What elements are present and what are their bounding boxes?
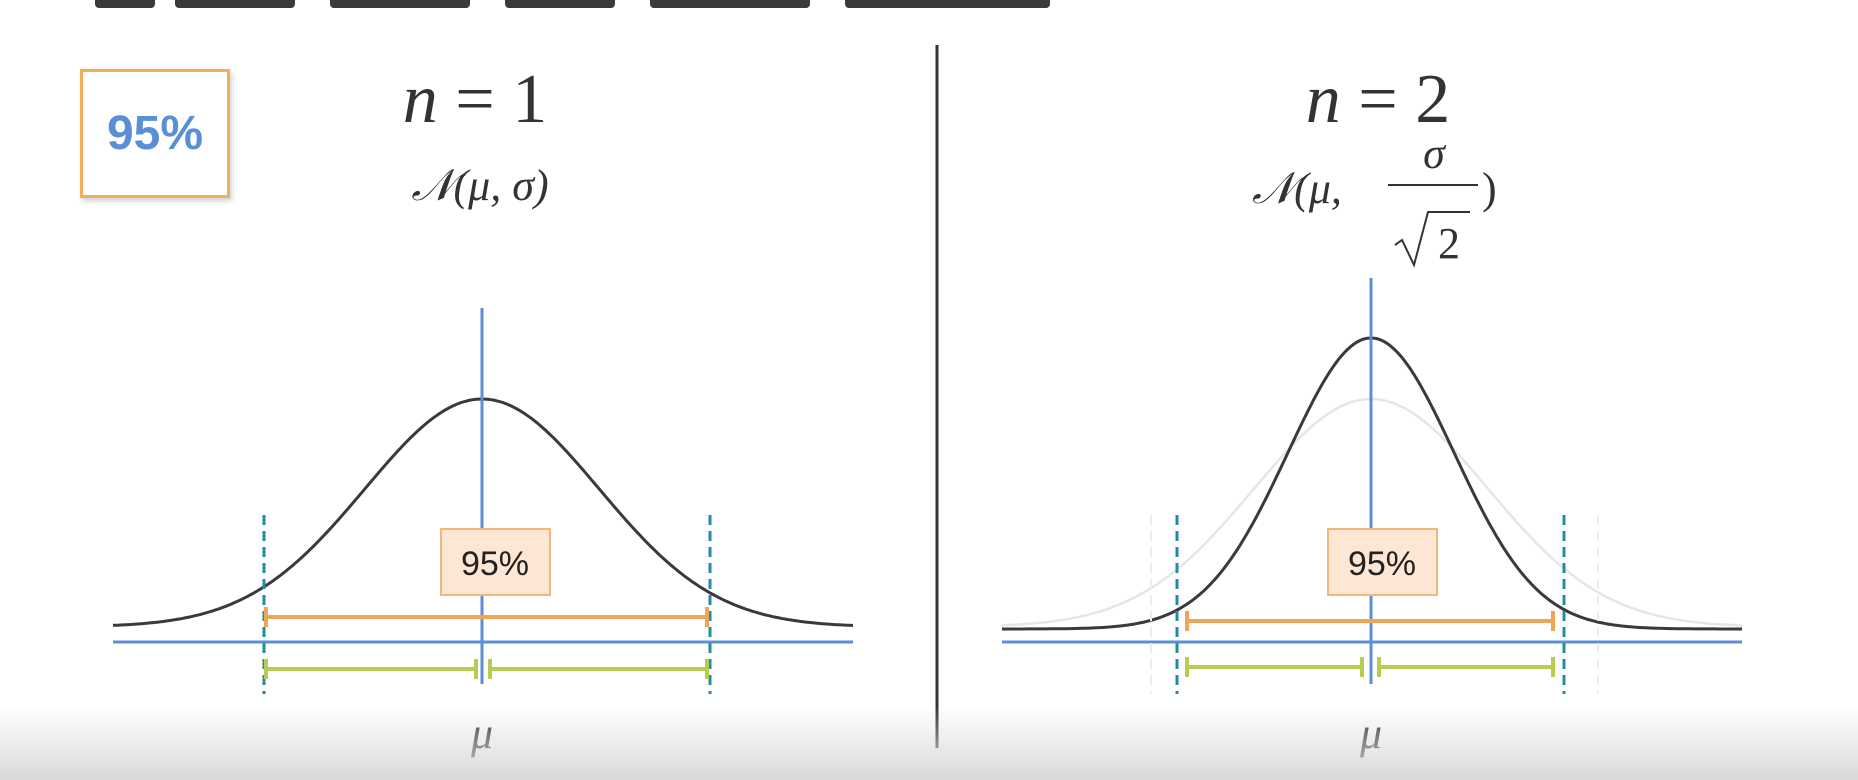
svg-text:𝒩(μ,: 𝒩(μ, <box>1252 164 1342 213</box>
interval-bar-left <box>264 607 709 627</box>
half-bar-left-lower <box>264 659 478 679</box>
svg-text:95%: 95% <box>1348 545 1416 583</box>
distribution-notation-left: 𝒩(μ, σ) <box>411 161 548 210</box>
sample-size-label-right: n = 2 <box>1306 61 1450 138</box>
half-bar-left-upper <box>488 659 709 679</box>
panel-right: n = 2 𝒩(μ, σ 2 ) <box>1001 61 1743 758</box>
svg-text:95%: 95% <box>461 545 529 583</box>
bottom-fade-bar <box>0 705 1858 780</box>
confidence-level-badge: 95% <box>80 69 230 198</box>
interval-label-left: 95% <box>440 528 551 596</box>
confidence-level-label: 95% <box>106 107 204 160</box>
interval-bar-right <box>1185 611 1555 631</box>
svg-text:2: 2 <box>1438 219 1460 268</box>
panel-left: n = 1 𝒩(μ, σ) 95% μ <box>112 61 854 758</box>
interval-label-right: 95% <box>1327 528 1438 596</box>
half-bar-right-upper <box>1377 657 1555 677</box>
half-bar-right-lower <box>1185 657 1364 677</box>
sample-size-label-left: n = 1 <box>403 61 547 138</box>
distribution-notation-right: 𝒩(μ, σ 2 ) <box>1252 129 1497 268</box>
svg-text:σ: σ <box>1423 129 1447 178</box>
svg-text:): ) <box>1482 164 1497 213</box>
cropped-title-remnant <box>0 0 1858 10</box>
